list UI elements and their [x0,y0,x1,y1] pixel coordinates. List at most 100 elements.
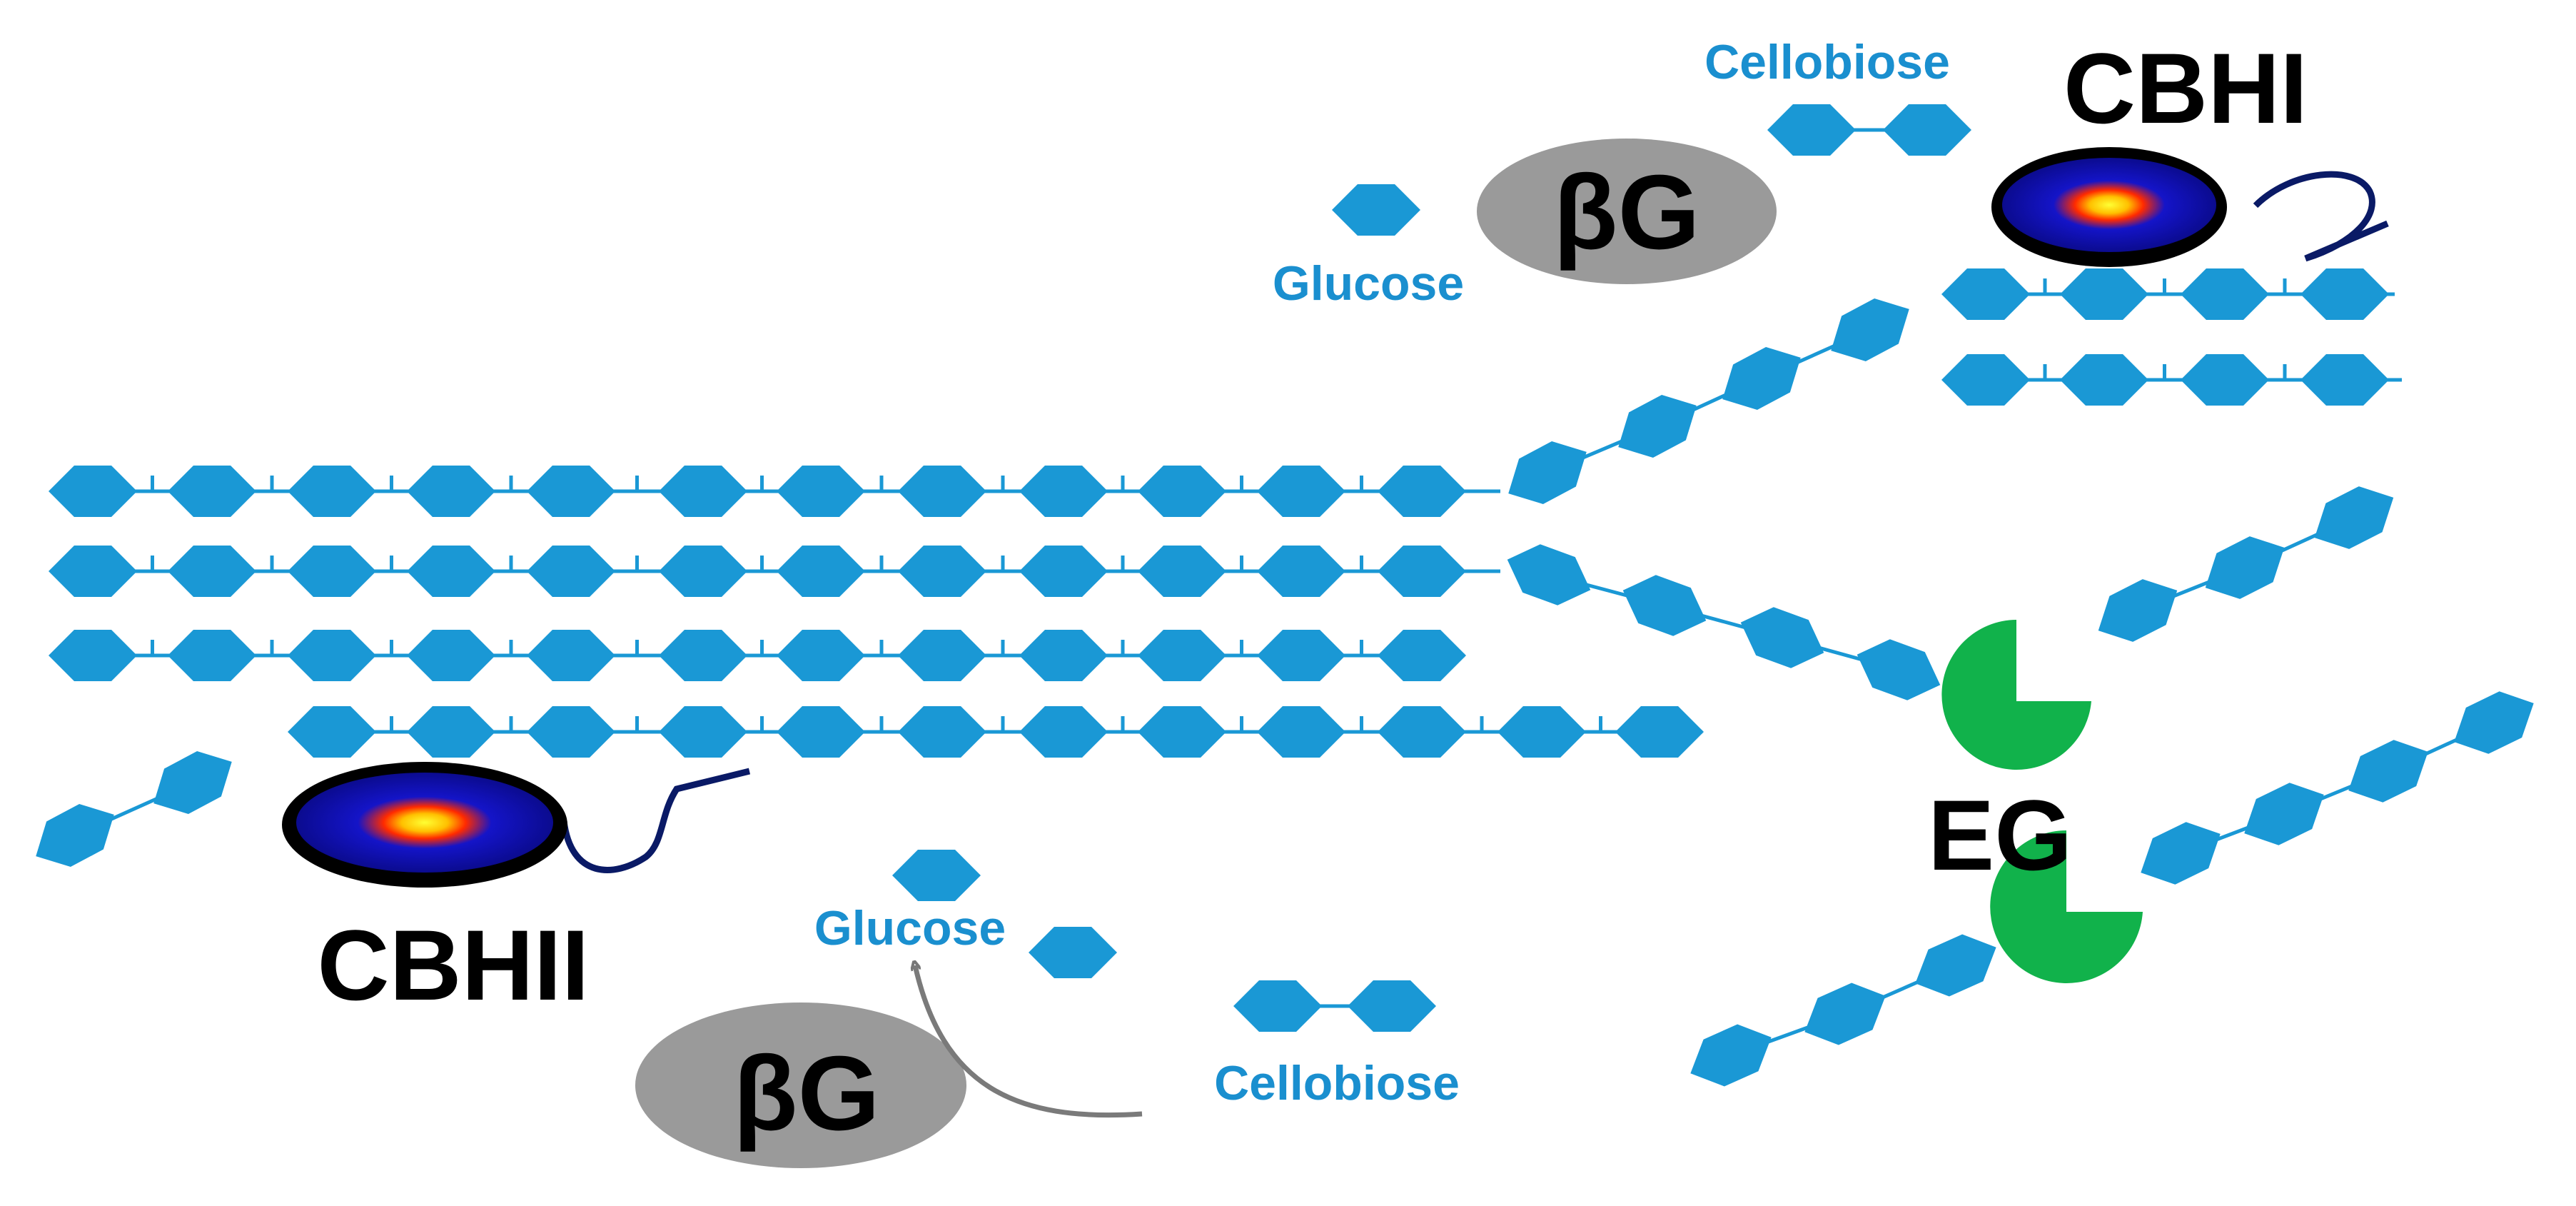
glucose-unit-icon [898,706,986,758]
glucose-unit-icon [2244,783,2324,845]
glucose-unit-icon [1138,466,1226,517]
eg-label: EG [1928,779,2072,891]
cellobiose-bottom-label: Cellobiose [1214,1056,1460,1110]
endoglucanase-lower-icon [1990,830,2143,983]
glucose-top-icon [1332,184,1420,236]
glucose-unit-icon [527,466,615,517]
cellulose-strand-upper-branch [1508,298,1909,505]
beta-glucosidase-top-label: βG [1553,154,1699,271]
glucose-unit-icon [1378,466,1466,517]
glucose-unit-icon [49,466,137,517]
cellobiose-top-icon [1767,104,1971,156]
glucose-unit-icon [1233,980,1322,1032]
glucose-unit-icon [527,706,615,758]
glucose-unit-icon [1690,1024,1772,1087]
free-sugar-units [892,104,1971,1032]
glucose-unit-icon [1831,298,1909,362]
cellulose-strand-to-eg [1507,544,1941,700]
glucose-unit-icon [1804,983,1886,1045]
glucose-unit-icon [1883,104,1971,156]
glucose-unit-icon [1019,466,1108,517]
cbhii-enzyme-icon [282,762,751,888]
glucose-unit-icon [1378,706,1466,758]
glucose-unit-icon [288,546,376,597]
glucose-unit-icon [168,630,256,681]
glucose-unit-icon [49,630,137,681]
glucose-unit-icon [659,546,747,597]
glucose-unit-icon [288,466,376,517]
glucose-unit-icon [288,630,376,681]
cellobiose-bottom-icon [1233,980,1436,1032]
glucose-unit-icon [898,630,986,681]
glucose-unit-icon [777,466,865,517]
glucose-unit-icon [1257,466,1345,517]
cbhii-label: CBHII [317,909,589,1021]
glucose-unit-icon [1615,706,1704,758]
glucose-unit-icon [1740,607,1824,668]
glucose-unit-icon [2314,486,2394,549]
glucose-bottom-label: Glucose [814,901,1006,955]
glucose-unit-icon [407,466,495,517]
glucose-unit-icon [659,630,747,681]
glucose-unit-icon [777,546,865,597]
glucose-unit-icon [153,750,232,815]
glucose-bottom-icon-2 [1029,927,1117,978]
glucose-unit-icon [1378,630,1466,681]
glucose-unit-icon [49,546,137,597]
endoglucanase-upper-icon [1941,620,2091,770]
glucose-unit-icon [1348,980,1436,1032]
glucose-unit-icon [1507,544,1591,605]
cellulose-strand-3 [49,630,1466,681]
glucose-unit-icon [2205,536,2285,599]
cellulose-strand-1 [49,466,1500,517]
glucose-unit-icon [1508,441,1587,505]
glucose-unit-icon [1257,706,1345,758]
glucose-unit-icon [777,706,865,758]
glucose-unit-icon [36,803,114,868]
cbhi-label: CBHI [2064,32,2308,144]
cellulose-fragment-lower-right [2141,691,2534,885]
glucose-unit-icon [288,706,376,758]
glucose-unit-icon [1138,546,1226,597]
glucose-unit-icon [1497,706,1586,758]
glucose-unit-icon [2300,268,2389,320]
glucose-unit-icon [2060,354,2148,406]
glucose-unit-icon [1257,630,1345,681]
glucose-unit-icon [2098,579,2178,642]
cellulose-chains [36,268,2534,1087]
curved-arrow-icon [915,965,1143,1118]
glucose-unit-icon [407,546,495,597]
glucose-unit-icon [2060,268,2148,320]
glucose-unit-icon [1941,268,2030,320]
cellulose-fragment-upper-right [2098,486,2394,642]
glucose-unit-icon [1857,639,1941,700]
glucose-unit-icon [2181,268,2269,320]
glucose-unit-icon [527,546,615,597]
glucose-unit-icon [1722,346,1801,411]
glucose-unit-icon [898,466,986,517]
glucose-unit-icon [1019,546,1108,597]
glucose-unit-icon [1378,546,1466,597]
glucose-unit-icon [1138,630,1226,681]
cbhi-enzyme-icon [1991,147,2389,267]
glucose-top-label: Glucose [1273,256,1464,311]
cellobiose-fragment-left [36,750,232,868]
glucose-unit-icon [1138,706,1226,758]
glucose-unit-icon [659,466,747,517]
cellulose-strand-2 [49,546,1500,597]
cellulose-strand-top-right-1 [1941,268,2395,320]
glucose-unit-icon [1915,934,1996,997]
glucose-unit-icon [2141,822,2221,885]
cellobiose-top-label: Cellobiose [1704,35,1950,89]
cellulose-fragment-lower-left [1690,934,1996,1087]
beta-glucosidase-bottom-label: βG [733,1035,879,1152]
glucose-unit-icon [1941,354,2030,406]
glucose-unit-icon [2454,691,2534,754]
glucose-unit-icon [1257,546,1345,597]
glucose-unit-icon [1622,575,1707,636]
glucose-unit-icon [168,546,256,597]
glucose-unit-icon [407,630,495,681]
glucose-unit-icon [777,630,865,681]
glucose-unit-icon [898,546,986,597]
